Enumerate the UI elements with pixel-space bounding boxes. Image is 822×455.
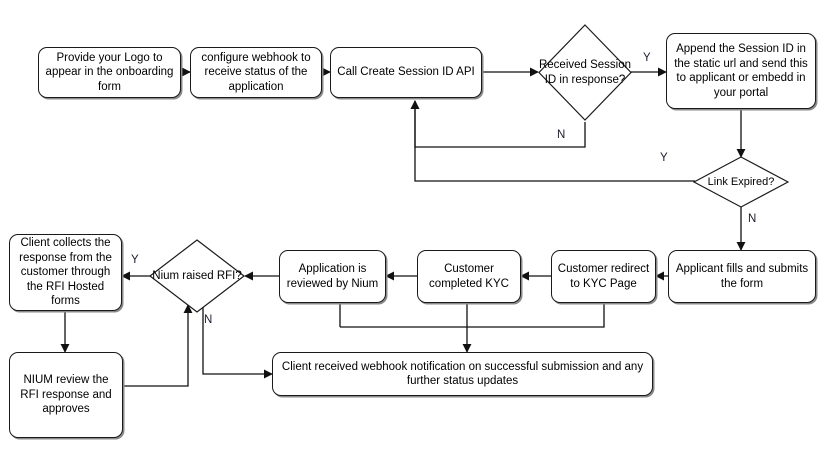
node-client-collects[interactable]: Client collects the response from the cu… bbox=[9, 234, 122, 311]
node-application-reviewed-label: Application is reviewed by Nium bbox=[286, 263, 379, 290]
diamond-shape-received-session-id bbox=[538, 24, 632, 121]
node-link-expired-label: Link Expired? bbox=[707, 175, 775, 188]
node-nium-raised-rfi-label: Nium raised RFI? bbox=[152, 269, 242, 282]
node-received-session-id-label: Received Session ID in response? bbox=[538, 59, 632, 86]
edge-link-expired-yes-loop bbox=[410, 100, 695, 182]
node-applicant-fills-label: Applicant fills and submits the form bbox=[675, 263, 809, 290]
edge-label-link-expired-yes: Y bbox=[660, 152, 668, 164]
node-link-expired[interactable]: Link Expired? bbox=[693, 156, 789, 208]
edge-label-session-yes: Y bbox=[643, 52, 651, 64]
node-customer-redirect-label: Customer redirect to KYC Page bbox=[557, 263, 650, 290]
node-provide-logo[interactable]: Provide your Logo to appear in the onboa… bbox=[38, 47, 181, 98]
edge-label-link-expired-no: N bbox=[748, 213, 757, 225]
edge-redirect-down-left bbox=[340, 303, 605, 328]
node-applicant-fills[interactable]: Applicant fills and submits the form bbox=[668, 250, 816, 303]
node-call-create-session[interactable]: Call Create Session ID API bbox=[330, 47, 482, 98]
node-customer-completed-kyc-label: Customer completed KYC bbox=[429, 263, 509, 290]
node-append-session-id-label: Append the Session ID in the static url … bbox=[674, 43, 808, 99]
node-nium-review-rfi-label: NIUM review the RFI response and approve… bbox=[20, 374, 112, 416]
node-call-create-session-label: Call Create Session ID API bbox=[337, 66, 475, 79]
node-configure-webhook-label: configure webhook to receive status of t… bbox=[201, 51, 311, 93]
node-client-received-webhook-label: Client received webhook notification on … bbox=[281, 360, 644, 388]
edge-review-to-rfi-loop bbox=[123, 304, 193, 387]
node-configure-webhook[interactable]: configure webhook to receive status of t… bbox=[190, 47, 322, 98]
node-customer-completed-kyc[interactable]: Customer completed KYC bbox=[417, 250, 521, 303]
node-provide-logo-label: Provide your Logo to appear in the onboa… bbox=[45, 51, 174, 93]
edge-label-rfi-yes: Y bbox=[131, 254, 139, 266]
node-received-session-id[interactable]: Received Session ID in response? bbox=[538, 24, 632, 121]
edge-label-session-no: N bbox=[557, 129, 566, 141]
diamond-shape-link-expired bbox=[693, 156, 789, 208]
node-append-session-id[interactable]: Append the Session ID in the static url … bbox=[666, 33, 816, 109]
node-nium-review-rfi[interactable]: NIUM review the RFI response and approve… bbox=[9, 352, 123, 438]
edge-rfi-no-to-webhook bbox=[202, 305, 273, 379]
diamond-shape-nium-raised-rfi bbox=[149, 239, 245, 313]
node-customer-redirect[interactable]: Customer redirect to KYC Page bbox=[551, 250, 656, 303]
node-application-reviewed[interactable]: Application is reviewed by Nium bbox=[279, 250, 386, 303]
edge-label-rfi-no: N bbox=[204, 314, 213, 326]
node-client-collects-label: Client collects the response from the cu… bbox=[19, 237, 112, 308]
node-client-received-webhook[interactable]: Client received webhook notification on … bbox=[272, 352, 653, 396]
node-nium-raised-rfi[interactable]: Nium raised RFI? bbox=[149, 239, 245, 313]
